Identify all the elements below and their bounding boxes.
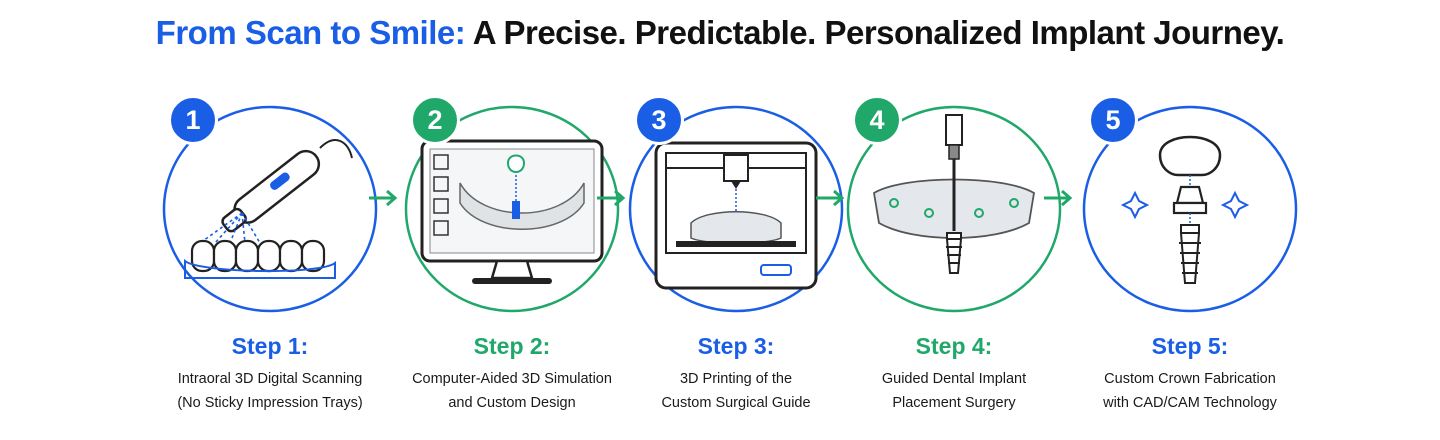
title-rest: A Precise. Predictable. Personalized Imp… xyxy=(472,14,1285,51)
surgical-guide-drill-icon xyxy=(873,114,1035,274)
step-2-line-1: Computer-Aided 3D Simulation xyxy=(412,371,612,387)
step-4-ring xyxy=(846,105,1062,313)
step-3-line-1: 3D Printing of the xyxy=(679,371,793,387)
step-1-ring xyxy=(162,105,378,313)
arrow-right-icon xyxy=(1044,189,1073,207)
step-4-number-badge: 4 xyxy=(852,95,902,145)
step-1-description: Intraoral 3D Digital Scanning (No Sticky… xyxy=(140,367,400,415)
step-2-description: Computer-Aided 3D Simulation and Custom … xyxy=(382,367,642,415)
step-3-ring xyxy=(628,105,844,313)
step-3-label: Step 3: xyxy=(697,333,775,359)
step-3-number-badge: 3 xyxy=(634,95,684,145)
arrow-right-icon xyxy=(597,189,626,207)
step-3-description: 3D Printing of the Custom Surgical Guide xyxy=(606,367,866,415)
step-5-line-1: Custom Crown Fabrication xyxy=(1104,371,1276,387)
step-2-number-badge: 2 xyxy=(410,95,460,145)
crown-abutment-implant-icon xyxy=(1120,135,1250,284)
step-2-ring xyxy=(404,105,620,313)
step-1-line-1: Intraoral 3D Digital Scanning xyxy=(177,371,363,387)
step-2: 2 Step 2: Computer-Aided 3D Simulation a… xyxy=(402,95,622,425)
step-4-line-1: Guided Dental Implant xyxy=(881,371,1027,387)
step-4-line-2: Placement Surgery xyxy=(892,395,1016,411)
arrow-right-icon xyxy=(816,189,845,207)
step-4-description: Guided Dental Implant Placement Surgery xyxy=(824,367,1084,415)
step-1: 1 Step 1: Intraoral 3D Digital Scanning … xyxy=(160,95,380,425)
step-3: 3 Step 3: 3D Printing of the Custom Surg… xyxy=(626,95,846,425)
step-5-ring xyxy=(1082,105,1298,313)
arrow-right-icon xyxy=(369,189,398,207)
intraoral-scanner-icon xyxy=(184,139,353,279)
step-5-label: Step 5: xyxy=(1151,333,1229,359)
title-highlight: From Scan to Smile: xyxy=(155,14,466,51)
cad-monitor-icon xyxy=(420,139,604,284)
step-2-line-2: and Custom Design xyxy=(448,395,576,411)
step-4: 4 Step 4: Guided Dental Implant Placemen… xyxy=(844,95,1064,425)
step-3-line-2: Custom Surgical Guide xyxy=(661,395,811,411)
step-1-number-badge: 1 xyxy=(168,95,218,145)
step-5: 5 Step 5: Custom Crown Fabrication with … xyxy=(1080,95,1300,425)
step-4-label: Step 4: xyxy=(915,333,993,359)
page-title: From Scan to Smile: A Precise. Predictab… xyxy=(0,14,1440,52)
step-5-number-badge: 5 xyxy=(1088,95,1138,145)
step-5-line-2: with CAD/CAM Technology xyxy=(1103,395,1277,411)
3d-printer-icon xyxy=(654,141,818,290)
step-2-label: Step 2: xyxy=(473,333,551,359)
step-1-line-2: (No Sticky Impression Trays) xyxy=(177,395,363,411)
step-5-description: Custom Crown Fabrication with CAD/CAM Te… xyxy=(1060,367,1320,415)
step-1-label: Step 1: xyxy=(231,333,309,359)
